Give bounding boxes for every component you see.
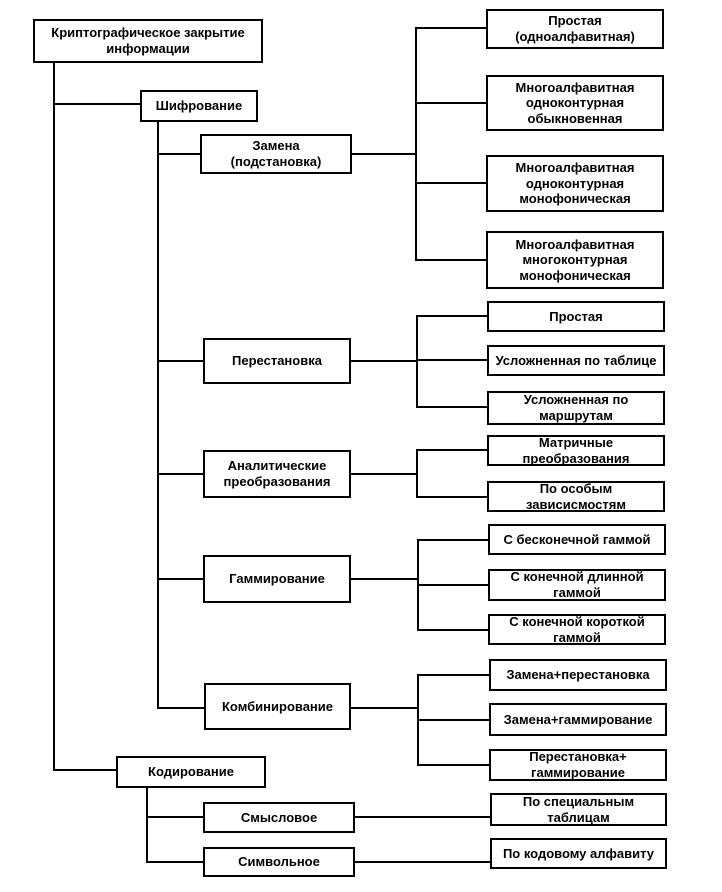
- connector-encryption-trunk: [157, 122, 159, 709]
- connector-analytic-child-1: [416, 449, 487, 451]
- node-comb-sub-perm: Замена+перестановка: [489, 659, 667, 691]
- connector-permutation-out: [351, 360, 417, 362]
- node-sub-poly-single-mono: Многоалфавитная одноконтурная монофониче…: [486, 155, 664, 212]
- connector-gamma-out: [351, 578, 418, 580]
- connector-to-analytic: [157, 473, 203, 475]
- connector-gamma-child-1: [417, 539, 488, 541]
- node-matrix: Матричные преобразования: [487, 435, 665, 466]
- connector-sub-child-2: [415, 102, 487, 104]
- node-special-tables: По специальным таблицам: [490, 793, 667, 826]
- node-analytic: Аналитические преобразования: [203, 450, 351, 498]
- node-perm-routes: Усложненная по маршрутам: [487, 391, 665, 425]
- connector-comb-child-1: [417, 674, 489, 676]
- connector-combination-out: [351, 707, 418, 709]
- node-coding: Кодирование: [116, 756, 266, 788]
- node-gamma-long: С конечной длинной гаммой: [488, 569, 666, 601]
- node-perm-table: Усложненная по таблице: [487, 345, 665, 376]
- node-sub-poly-single-ordinary: Многоалфавитная одноконтурная обыкновенн…: [486, 75, 664, 131]
- connector-comb-child-3: [417, 764, 489, 766]
- node-semantic: Смысловое: [203, 802, 355, 833]
- connector-root-to-encryption: [53, 103, 140, 105]
- node-sub-simple: Простая (одноалфавитная): [486, 9, 664, 49]
- node-sub-poly-multi-mono: Многоалфавитная многоконтурная монофонич…: [486, 231, 664, 289]
- connector-perm-child-3: [416, 406, 487, 408]
- connector-to-substitution: [157, 153, 200, 155]
- node-permutation: Перестановка: [203, 338, 351, 384]
- connector-sub-child-4: [415, 259, 487, 261]
- connector-permutation-trunk: [416, 315, 418, 408]
- node-gamma-infinite: С бесконечной гаммой: [488, 524, 666, 555]
- connector-perm-child-2: [416, 359, 487, 361]
- node-code-alphabet: По кодовому алфавиту: [490, 838, 667, 869]
- connector-root-trunk: [53, 62, 55, 771]
- connector-perm-child-1: [416, 315, 487, 317]
- node-symbolic: Символьное: [203, 847, 355, 877]
- connector-substitution-trunk: [415, 27, 417, 261]
- connector-root-to-coding: [53, 769, 116, 771]
- node-combination: Комбинирование: [204, 683, 351, 730]
- node-comb-perm-gamma: Перестановка+ гаммирование: [489, 749, 667, 781]
- connector-comb-child-2: [417, 719, 489, 721]
- connector-analytic-trunk: [416, 449, 418, 498]
- node-perm-simple: Простая: [487, 301, 665, 332]
- connector-symbolic-out: [355, 861, 490, 863]
- connector-substitution-out: [352, 153, 417, 155]
- node-gamma: Гаммирование: [203, 555, 351, 603]
- connector-coding-trunk: [146, 788, 148, 863]
- connector-to-permutation: [157, 360, 203, 362]
- node-root: Криптографическое закрытие информации: [33, 19, 263, 63]
- connector-to-symbolic: [146, 861, 203, 863]
- connector-to-combination: [157, 707, 204, 709]
- connector-to-semantic: [146, 816, 203, 818]
- connector-semantic-out: [355, 816, 490, 818]
- connector-sub-child-3: [415, 182, 487, 184]
- connector-analytic-out: [351, 473, 417, 475]
- connector-analytic-child-2: [416, 496, 487, 498]
- node-substitution: Замена (подстановка): [200, 134, 352, 174]
- connector-sub-child-1: [415, 27, 487, 29]
- connector-to-gamma: [157, 578, 203, 580]
- connector-gamma-child-2: [417, 584, 488, 586]
- node-special-deps: По особым зависисмостям: [487, 481, 665, 512]
- node-comb-sub-gamma: Замена+гаммирование: [489, 703, 667, 736]
- node-gamma-short: С конечной короткой гаммой: [488, 614, 666, 645]
- node-encryption: Шифрование: [140, 90, 258, 122]
- connector-gamma-child-3: [417, 629, 488, 631]
